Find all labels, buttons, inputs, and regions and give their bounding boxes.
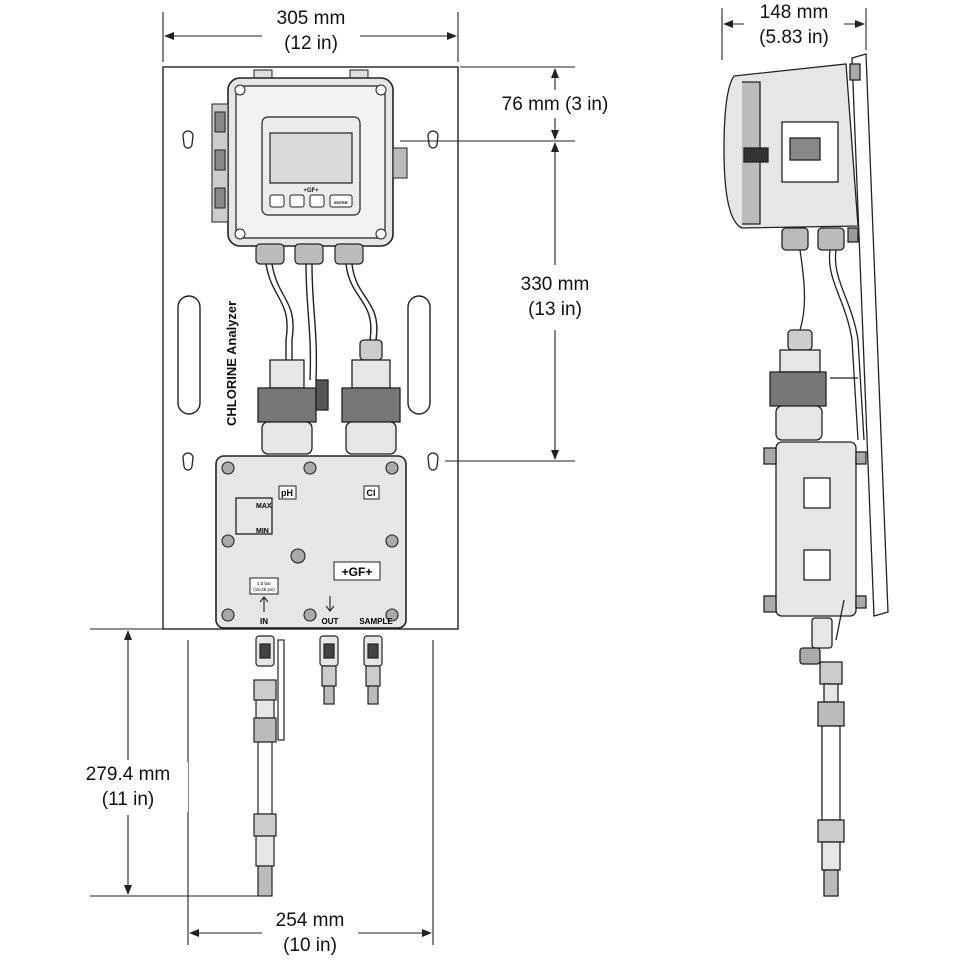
dim-mid-height: 330 mm (13 in) [505,272,605,322]
pressure-note-1: 1.5 bar [257,581,272,586]
dim-bottom-height: 279.4 mm (11 in) [68,762,188,812]
dim-bottom-height-mm: 279.4 mm [85,764,171,785]
flow-cell-block [215,455,407,629]
keypad [269,194,353,208]
pressure-note-box [249,577,279,595]
ph-label: pH [281,488,293,498]
dim-bottom-width-in: (10 in) [283,935,337,956]
inlet-valve [253,635,285,897]
sample-label: SAMPLE [359,617,393,626]
ph-sensor [257,359,329,455]
max-label: MAX [256,503,272,510]
ph-port [278,485,297,500]
dim-top-width-mm: 305 mm [276,8,346,29]
dimension-lines [90,8,867,945]
dim-top-height: 76 mm (3 in) [485,92,625,117]
panel-slot [177,295,201,415]
min-label: MIN [256,528,269,535]
mounting-screw [221,461,399,622]
dim-top-width-in: (12 in) [284,33,338,54]
keyhole-slot [182,130,439,471]
right-key [309,194,325,208]
level-window [235,497,273,535]
cl-port [363,485,380,500]
chlorine-sensor [341,339,401,455]
out-label: OUT [322,617,339,626]
panel-slot [407,295,431,415]
flow-arrow [259,596,335,612]
analyzer-label: CHLORINE Analyzer [224,301,239,426]
dim-mid-height-in: (13 in) [528,299,582,320]
dim-top-height-label: 76 mm (3 in) [501,94,609,115]
gf-logo-small: +GF+ [303,188,319,194]
side-view [723,53,889,897]
enter-key [329,194,353,208]
sample-valve [363,635,383,705]
enter-key-label: ENTER [334,200,348,205]
dim-bottom-width: 254 mm (10 in) [262,908,358,958]
cl-label: Cl [367,488,376,498]
dim-top-width: 305 mm (12 in) [262,6,360,56]
cable-gland [255,243,364,265]
pressure-note-2: (15-25 psi) [253,587,275,592]
side-mounting-plate [851,53,889,617]
dim-bottom-height-in: (11 in) [101,789,155,810]
down-key [289,194,305,208]
dim-mid-height-mm: 330 mm [520,274,590,295]
up-key [269,194,285,208]
dim-depth-mm: 148 mm [759,2,829,23]
gf-logo-plate [333,561,381,581]
dim-bottom-width-mm: 254 mm [275,910,345,931]
sensor-cable [265,263,378,381]
side-flow-block [775,441,857,617]
dim-depth-in: (5.83 in) [759,27,829,48]
display-screen [269,132,353,184]
outlet-valve [319,635,339,705]
dim-depth: 148 mm (5.83 in) [744,0,844,50]
in-label: IN [260,617,268,626]
gf-logo: +GF+ [342,565,373,579]
